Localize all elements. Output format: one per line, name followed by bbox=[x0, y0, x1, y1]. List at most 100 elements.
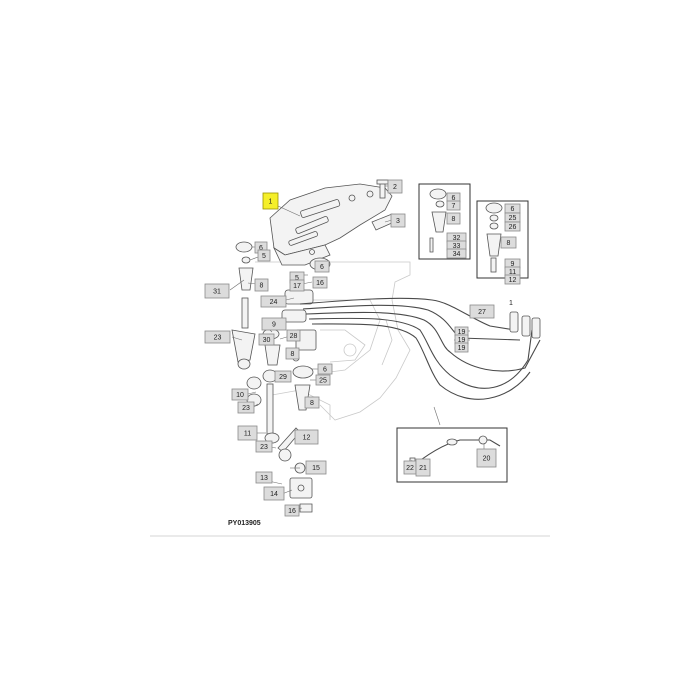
callout-31-6: 31 bbox=[204, 283, 230, 299]
callout-box bbox=[255, 440, 273, 453]
callout-number: 30 bbox=[263, 337, 271, 344]
callout-19-46: 19 bbox=[454, 342, 469, 353]
callout-box bbox=[476, 448, 497, 468]
callout-number: 19 bbox=[458, 337, 466, 344]
callout-number: 6 bbox=[259, 245, 263, 252]
callout-number: 11 bbox=[509, 269, 516, 276]
callout-21-48: 21 bbox=[415, 458, 431, 477]
callout-box bbox=[254, 278, 269, 292]
callout-box bbox=[415, 458, 431, 477]
callout-16-10: 16 bbox=[312, 276, 328, 289]
callout-23-25: 23 bbox=[255, 440, 273, 453]
callout-box bbox=[454, 342, 469, 353]
callout-number: 19 bbox=[458, 329, 466, 336]
callout-27-43: 27 bbox=[469, 304, 495, 319]
callout-number: 12 bbox=[509, 277, 517, 284]
callout-7-31: 7 bbox=[446, 200, 461, 211]
callout-number: 2 bbox=[393, 184, 397, 191]
callout-box bbox=[446, 248, 467, 259]
callout-1-0: 1 bbox=[262, 192, 279, 210]
callout-24-11: 24 bbox=[260, 295, 287, 308]
callout-14-28: 14 bbox=[263, 486, 285, 501]
callout-25-19: 25 bbox=[315, 374, 331, 386]
callout-number: 24 bbox=[270, 299, 278, 306]
callout-number: 3 bbox=[396, 218, 400, 225]
callout-box bbox=[274, 370, 292, 383]
callout-box bbox=[446, 200, 461, 211]
callout-20-49: 20 bbox=[476, 448, 497, 468]
callout-box bbox=[387, 179, 403, 194]
callout-box bbox=[262, 192, 279, 210]
callout-number: 23 bbox=[214, 335, 222, 342]
callout-number: 19 bbox=[458, 345, 466, 352]
callout-number: 9 bbox=[511, 261, 515, 268]
callout-26-38: 26 bbox=[504, 221, 521, 232]
callout-number: 31 bbox=[213, 289, 221, 296]
callout-16-29: 16 bbox=[284, 504, 300, 517]
callout-11-23: 11 bbox=[237, 425, 258, 441]
callout-30-15: 30 bbox=[258, 333, 275, 346]
callout-box bbox=[257, 249, 271, 262]
chassis-outline bbox=[255, 261, 411, 421]
callout-number: 25 bbox=[509, 215, 517, 222]
callout-23-22: 23 bbox=[237, 401, 255, 414]
callout-number: 25 bbox=[319, 378, 327, 385]
callout-number: 32 bbox=[453, 235, 461, 242]
callout-number: 23 bbox=[242, 405, 250, 412]
callout-box bbox=[317, 363, 333, 375]
callout-number: 8 bbox=[291, 351, 295, 358]
callout-number: 13 bbox=[260, 475, 268, 482]
callout-box bbox=[261, 317, 287, 331]
callout-number: 16 bbox=[316, 280, 324, 287]
callout-25-37: 25 bbox=[504, 212, 521, 223]
callout-box bbox=[305, 460, 327, 475]
callout-box bbox=[289, 279, 305, 292]
callout-number: 7 bbox=[452, 203, 456, 210]
callout-number: 17 bbox=[293, 283, 301, 290]
callout-number: 11 bbox=[244, 431, 251, 438]
callout-8-5: 8 bbox=[254, 278, 269, 292]
callout-5-4: 5 bbox=[257, 249, 271, 262]
callout-number: 8 bbox=[452, 216, 456, 223]
callout-8-16: 8 bbox=[285, 347, 300, 360]
callout-number: 9 bbox=[272, 322, 276, 329]
callout-box bbox=[237, 401, 255, 414]
callout-box bbox=[286, 329, 301, 342]
callout-8-21: 8 bbox=[304, 396, 320, 409]
callout-13-27: 13 bbox=[255, 471, 273, 484]
callout-box bbox=[231, 388, 249, 401]
console-housing bbox=[269, 183, 393, 266]
callout-3-2: 3 bbox=[390, 213, 406, 228]
callout-6-18: 6 bbox=[317, 363, 333, 375]
callout-number: 21 bbox=[419, 465, 427, 472]
callout-box bbox=[255, 471, 273, 484]
callout-number: 6 bbox=[323, 367, 327, 374]
callout-number: 14 bbox=[270, 491, 278, 498]
callout-number: 16 bbox=[288, 508, 296, 515]
callout-box bbox=[294, 429, 319, 445]
callout-number: 12 bbox=[303, 435, 311, 442]
callout-box bbox=[204, 283, 230, 299]
callout-34-35: 34 bbox=[446, 248, 467, 259]
callout-box bbox=[285, 347, 300, 360]
callout-10-20: 10 bbox=[231, 388, 249, 401]
callout-number: 5 bbox=[262, 253, 266, 260]
callout-box bbox=[314, 260, 330, 273]
callout-12-24: 12 bbox=[294, 429, 319, 445]
callout-box bbox=[390, 213, 406, 228]
diagram-code: PY013905 bbox=[228, 520, 261, 527]
callout-box bbox=[204, 330, 231, 344]
callout-box bbox=[304, 396, 320, 409]
callout-8-32: 8 bbox=[446, 212, 461, 225]
callout-number: 22 bbox=[406, 465, 414, 472]
callout-number: 8 bbox=[310, 400, 314, 407]
callout-number: 6 bbox=[320, 264, 324, 271]
callout-6-7: 6 bbox=[314, 260, 330, 273]
callout-29-17: 29 bbox=[274, 370, 292, 383]
callout-number: 34 bbox=[453, 251, 461, 258]
callout-box bbox=[469, 304, 495, 319]
callout-number: 6 bbox=[511, 206, 515, 213]
callout-number: 6 bbox=[452, 195, 456, 202]
callout-box bbox=[237, 425, 258, 441]
